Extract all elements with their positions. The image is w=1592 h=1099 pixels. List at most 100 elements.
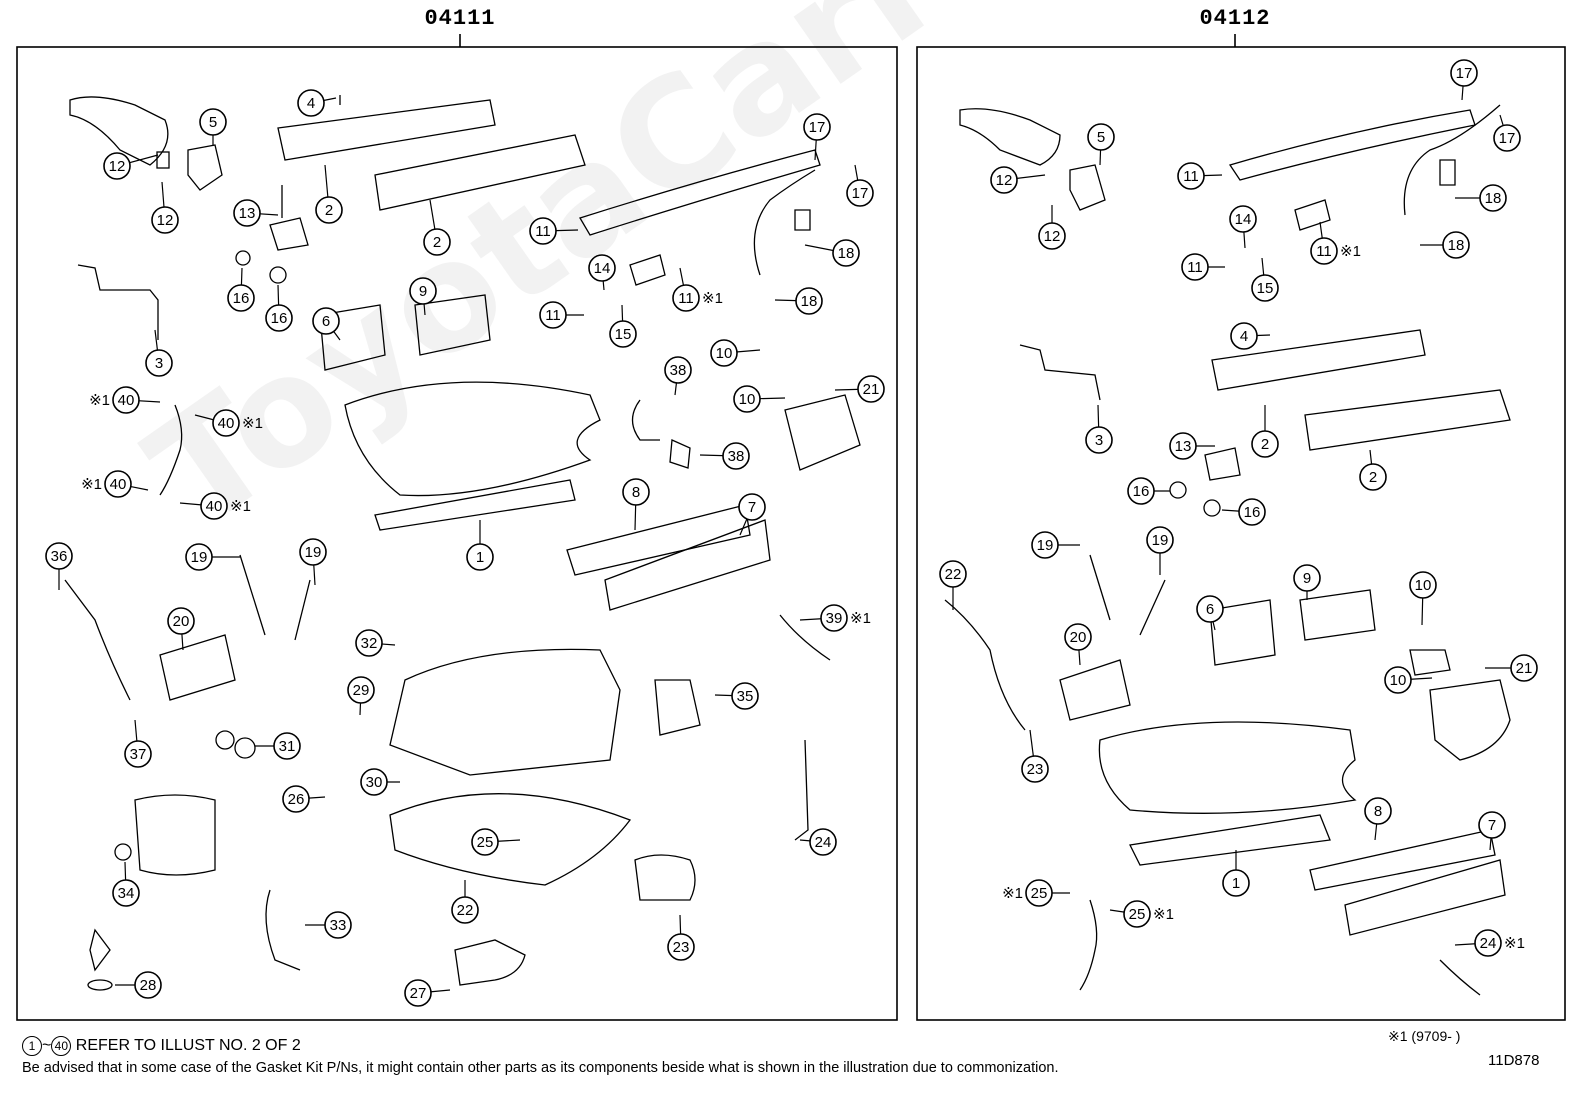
right-callout-number-11: 11: [1316, 243, 1332, 260]
left-callout-circle-8: [622, 478, 650, 506]
right-callout-number-4: 4: [1240, 328, 1248, 345]
left-callout-circle-1: [466, 543, 494, 571]
left-callout-40: 40: [194, 409, 240, 437]
right-callout-11: 11: [1177, 162, 1223, 190]
left-callout-19: 19: [185, 543, 240, 571]
gasket-9-part-r: [1299, 589, 1376, 641]
right-callout-21: 21: [1485, 654, 1538, 682]
fuel-rail-part: [579, 149, 821, 236]
left-callout-number-28: 28: [140, 977, 157, 994]
gasket-9-part: [414, 294, 491, 356]
left-callout-number-3: 3: [155, 355, 163, 372]
left-callout-17: 17: [803, 113, 831, 161]
lower-pan-part: [389, 793, 632, 886]
right-callout-number-7: 7: [1488, 817, 1496, 834]
right-callout-number-17: 17: [1456, 65, 1473, 82]
left-callout-number-22: 22: [457, 902, 474, 919]
left-callout-33: 33: [305, 911, 352, 939]
right-callout-number-2: 2: [1369, 469, 1377, 486]
left-callout-number-36: 36: [51, 548, 68, 565]
right-callout-circle-11: [1177, 162, 1205, 190]
left-callout-number-4: 4: [307, 95, 315, 112]
manifold-gasket-8-part-r: [1309, 829, 1496, 891]
right-callout-number-17: 17: [1499, 130, 1516, 147]
right-callout-number-13: 13: [1175, 438, 1192, 455]
right-callout-circle-16: [1127, 477, 1155, 505]
right-callout-circle-17: [1450, 59, 1478, 87]
left-callout-8: 8: [622, 478, 650, 531]
left-callout-number-5: 5: [209, 114, 217, 131]
left-callout-25: 25: [471, 828, 521, 856]
left-callout-circle-33: [324, 911, 352, 939]
manifold-gasket-8-part: [566, 504, 751, 576]
left-callout-circle-19: [299, 538, 327, 566]
left-callout-number-20: 20: [173, 613, 190, 630]
right-callout-circle-21: [1510, 654, 1538, 682]
left-callout-13: 13: [233, 199, 279, 227]
left-callout-circle-31: [273, 732, 301, 760]
right-callout-number-11: 11: [1183, 168, 1199, 185]
right-callout-19: 19: [1146, 526, 1174, 575]
left-callout-circle-35: [731, 682, 759, 710]
left-callout-number-40: 40: [218, 415, 235, 432]
callout-layer: 4125122132171711181411111815161696310381…: [45, 59, 1538, 1007]
right-callout-14: 14: [1229, 205, 1257, 249]
left-callout-circle-17: [846, 179, 874, 207]
left-mark-39: ※1: [850, 610, 871, 627]
right-callout-circle-16: [1238, 498, 1266, 526]
right-callout-number-1: 1: [1232, 875, 1240, 892]
right-callout-15: 15: [1251, 257, 1279, 302]
left-callout-number-16: 16: [233, 290, 250, 307]
head-gasket-1-part-r: [1129, 814, 1331, 866]
right-callout-5: 5: [1087, 123, 1115, 166]
right-callout-number-5: 5: [1097, 129, 1105, 146]
left-callout-number-38: 38: [670, 362, 687, 379]
strainer-27-part: [454, 939, 526, 986]
right-callout-circle-19: [1146, 526, 1174, 554]
right-callout-circle-6: [1196, 595, 1224, 623]
oil-pan-gasket-part-r: [1098, 721, 1357, 814]
left-callout-number-25: 25: [477, 834, 494, 851]
part-drawings-left: [64, 95, 861, 991]
panel-frames: [16, 34, 1566, 1021]
left-callout-14: 14: [588, 254, 616, 291]
right-callout-number-25: 25: [1129, 906, 1146, 923]
pipe-3-part-r: [1019, 344, 1101, 401]
dipstick-24-part: [794, 739, 809, 841]
left-callout-number-11: 11: [678, 290, 694, 307]
right-callout-number-20: 20: [1070, 629, 1087, 646]
left-callout-circle-4: [297, 89, 325, 117]
right-callout-4: 4: [1230, 322, 1271, 350]
left-callout-circle-6: [312, 307, 340, 335]
left-callout-circle-30: [360, 768, 388, 796]
left-callout-number-2: 2: [325, 202, 333, 219]
left-callout-circle-40: [212, 409, 240, 437]
left-callout-circle-16: [265, 304, 293, 332]
part-drawings-right: [944, 104, 1511, 996]
right-callout-number-16: 16: [1244, 504, 1261, 521]
pipe-40-part: [159, 404, 183, 496]
right-mark-11: ※1: [1340, 243, 1361, 260]
right-callout-18: 18: [1420, 231, 1470, 259]
intake-tube-part: [69, 96, 169, 166]
right-callout-17: 17: [1450, 59, 1478, 101]
left-callout-number-19: 19: [191, 549, 208, 566]
manifold-gasket-7-part: [604, 519, 771, 611]
pipe-38-part: [631, 399, 660, 441]
left-callout-19: 19: [299, 538, 327, 586]
right-callout-number-18: 18: [1448, 237, 1465, 254]
footnote: ※1 (9709- ): [1388, 1028, 1460, 1045]
bolt-12-part: [156, 151, 170, 169]
left-callout-circle-29: [347, 676, 375, 704]
gasket-20-part: [159, 634, 236, 701]
right-callout-12: 12: [990, 166, 1046, 194]
left-callout-10: 10: [710, 339, 761, 367]
left-callout-circle-12: [151, 206, 179, 234]
intake-tube-part-r: [959, 108, 1061, 166]
right-callout-number-16: 16: [1133, 483, 1150, 500]
left-callout-38: 38: [699, 442, 750, 470]
left-callout-circle-18: [795, 287, 823, 315]
left-callout-7: 7: [738, 493, 766, 536]
right-callout-circle-10: [1409, 571, 1437, 599]
right-callout-circle-9: [1293, 564, 1321, 592]
